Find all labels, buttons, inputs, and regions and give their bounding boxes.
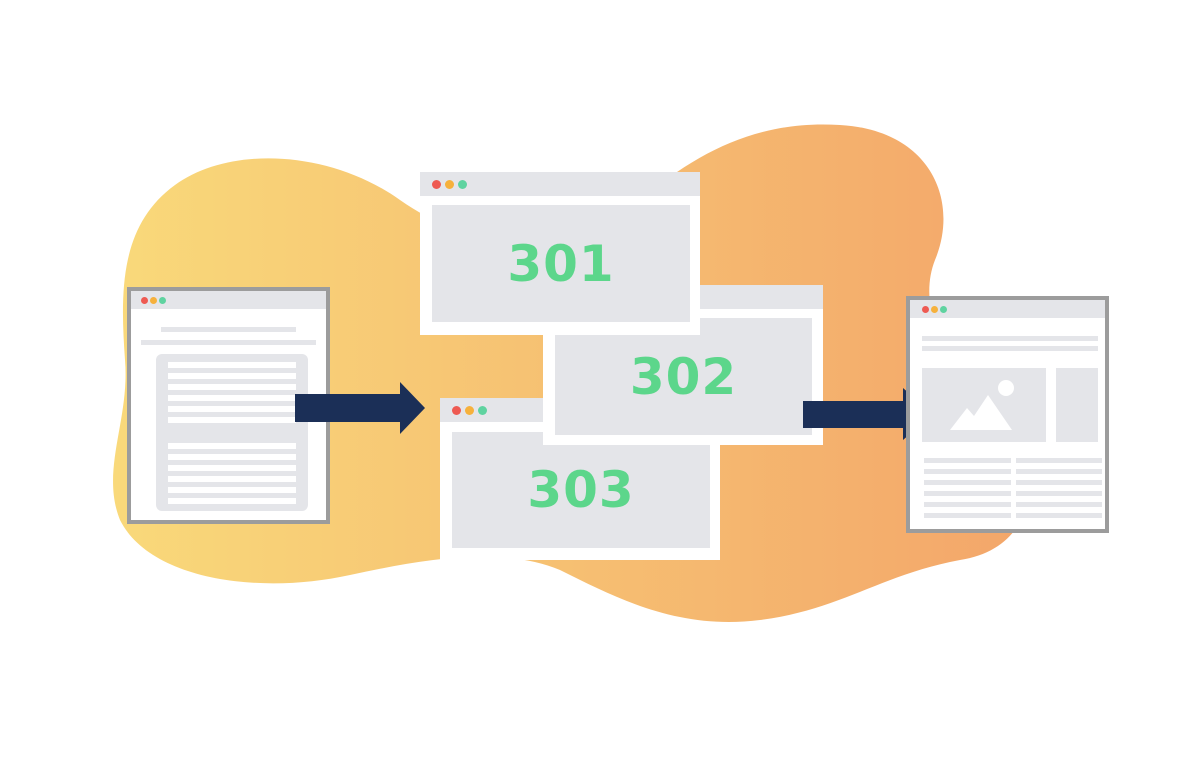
browser-titlebar xyxy=(131,291,326,309)
destination-page xyxy=(906,296,1109,533)
maximize-dot-icon xyxy=(159,297,166,304)
maximize-dot-icon xyxy=(940,306,947,313)
text-line xyxy=(161,327,296,332)
image-placeholder xyxy=(922,368,1046,442)
browser-titlebar xyxy=(420,172,700,196)
minimize-dot-icon xyxy=(465,406,474,415)
minimize-dot-icon xyxy=(445,180,454,189)
close-dot-icon xyxy=(922,306,929,313)
status-code: 302 xyxy=(629,347,738,406)
image-placeholder-icon xyxy=(950,380,1014,430)
code-panel: 302 xyxy=(555,318,812,435)
close-dot-icon xyxy=(141,297,148,304)
text-columns xyxy=(924,458,1102,518)
close-dot-icon xyxy=(432,180,441,189)
status-code: 301 xyxy=(507,234,615,293)
text-lines xyxy=(168,362,296,509)
browser-titlebar xyxy=(910,300,1105,318)
text-line xyxy=(922,346,1098,351)
text-line xyxy=(922,336,1098,341)
redirect-window-301: 301 xyxy=(420,172,700,335)
sidebar-placeholder xyxy=(1056,368,1098,442)
close-dot-icon xyxy=(452,406,461,415)
minimize-dot-icon xyxy=(150,297,157,304)
code-panel: 303 xyxy=(452,432,710,548)
code-panel: 301 xyxy=(432,205,690,322)
status-code: 303 xyxy=(527,461,635,519)
maximize-dot-icon xyxy=(478,406,487,415)
arrow-right-icon xyxy=(803,388,933,440)
text-line xyxy=(141,340,316,345)
minimize-dot-icon xyxy=(931,306,938,313)
arrow-right-icon xyxy=(295,382,425,434)
maximize-dot-icon xyxy=(458,180,467,189)
content-block xyxy=(156,354,308,511)
